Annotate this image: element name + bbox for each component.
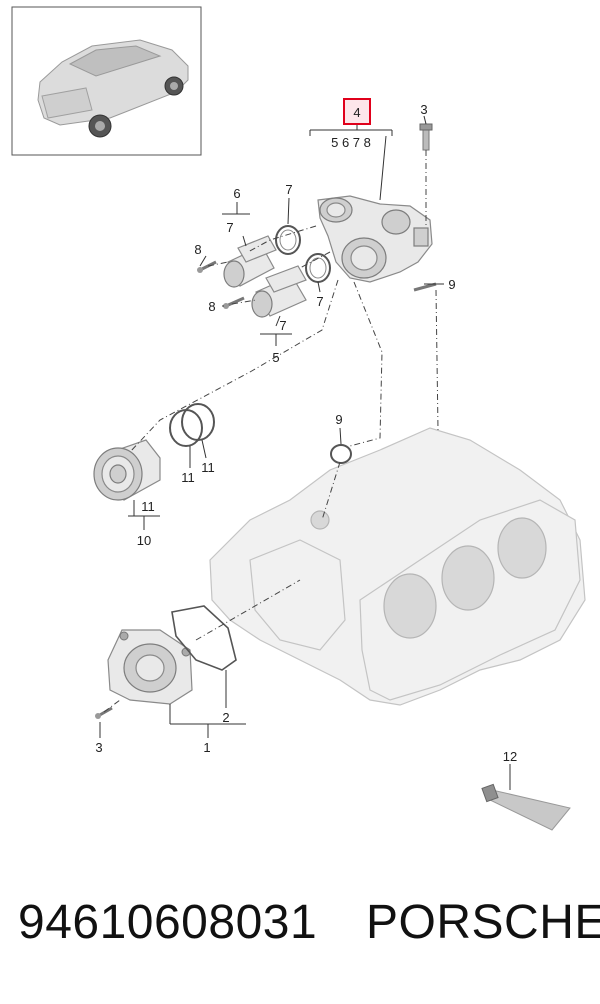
callout-3-top[interactable]: 3 (420, 102, 427, 117)
engine-block (209, 427, 586, 706)
callout-11-b[interactable]: 11 (201, 460, 215, 475)
callout-7-a[interactable]: 7 (226, 220, 233, 235)
thermostat-housing (317, 195, 433, 283)
coolant-pipe-lower (251, 265, 307, 318)
bolt-bottom (95, 706, 113, 719)
callout-11-c[interactable]: 11 (141, 499, 155, 514)
leader-lines (99, 115, 511, 790)
sealant-tube (481, 783, 571, 831)
callout-4-sub: 5 6 7 8 (331, 135, 371, 150)
callout-1[interactable]: 1 (203, 740, 210, 755)
callout-8-b[interactable]: 8 (208, 299, 215, 314)
o-ring-upper (275, 225, 301, 255)
callout-8-a[interactable]: 8 (194, 242, 201, 257)
pump-gasket (171, 605, 237, 671)
callout-2[interactable]: 2 (222, 710, 229, 725)
thermostat-insert (93, 439, 161, 501)
callout-9-middle[interactable]: 9 (335, 412, 342, 427)
assembly-lines (103, 150, 439, 713)
highlight-box-part-4 (343, 98, 371, 125)
callout-7-d[interactable]: 7 (279, 318, 286, 333)
callout-7-c[interactable]: 7 (316, 294, 323, 309)
callout-3-bottom[interactable]: 3 (95, 740, 102, 755)
brand-name: PORSCHE (366, 896, 600, 949)
seal-pin-right (413, 282, 437, 292)
part-number: 94610608031 (18, 896, 318, 949)
callout-6[interactable]: 6 (233, 186, 240, 201)
callout-4[interactable]: 4 (353, 105, 360, 120)
coolant-pipe-upper (223, 235, 277, 288)
callout-5[interactable]: 5 (272, 350, 279, 365)
callout-7-b[interactable]: 7 (285, 182, 292, 197)
car-icon (37, 39, 189, 138)
callout-12[interactable]: 12 (503, 749, 517, 764)
callout-labels: 4 5 6 7 8 3 6 7 7 8 8 7 7 5 9 9 11 11 11… (95, 102, 517, 764)
vehicle-thumbnail (11, 6, 202, 156)
callout-9-right[interactable]: 9 (448, 277, 455, 292)
callout-11-a[interactable]: 11 (181, 470, 195, 485)
o-ring-11-b (181, 403, 215, 441)
bolt-top (419, 123, 433, 151)
seal-ring-middle (330, 444, 352, 464)
water-pump (107, 629, 193, 705)
exploded-parts-diagram: 4 5 6 7 8 3 6 7 7 8 8 7 7 5 9 9 11 11 11… (11, 6, 586, 831)
footer: 94610608031 PORSCHE (0, 895, 600, 965)
bolt-upper (197, 260, 217, 273)
bolt-lower (223, 296, 245, 309)
callout-10[interactable]: 10 (137, 533, 151, 548)
